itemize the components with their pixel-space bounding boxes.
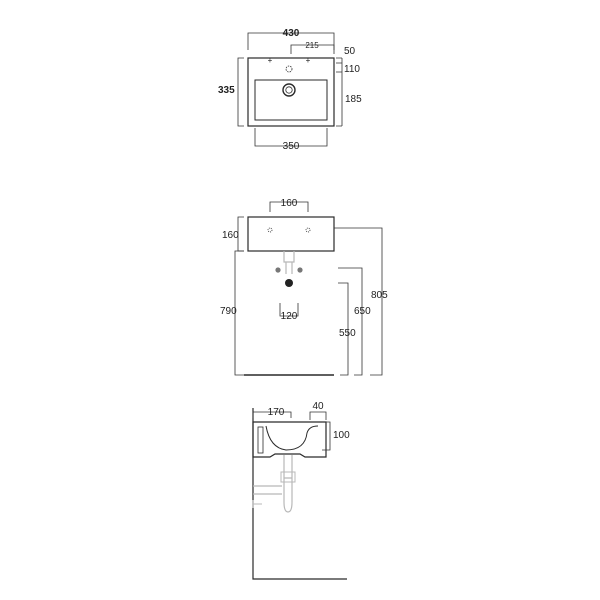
- dim-front-to-waste-label: 185: [345, 94, 362, 105]
- waste-pipe-left-icon: [275, 267, 281, 273]
- tap-hole-front-right-icon: [305, 227, 311, 233]
- front-view: 160 160 790 120 805 650 550: [220, 198, 388, 376]
- trap-pipe-front: [283, 251, 295, 274]
- dim-line-front-tap-spacing: [269, 201, 309, 212]
- dim-depth-label: 335: [218, 85, 235, 96]
- dim-line-front-to-waste: [336, 72, 343, 127]
- dim-line-basin-height: [237, 216, 244, 252]
- dim-basin-height-label: 160: [222, 230, 239, 241]
- dim-projection-label: 170: [268, 407, 285, 418]
- dim-line-waste-from-rear: [336, 63, 343, 73]
- top-view: + + 430 215 50 110 185 335 350: [218, 28, 362, 152]
- dim-line-total-height: [234, 250, 244, 376]
- dim-line-bowl-depth: [322, 421, 331, 451]
- dim-waste-outlet-height-label: 550: [339, 328, 356, 339]
- dim-line-underside-height: [338, 267, 363, 376]
- dim-line-rear-rim-depth: [309, 411, 327, 420]
- overflow-hole-icon: [285, 65, 293, 73]
- dim-line-depth: [237, 57, 244, 127]
- dim-total-height-label: 790: [220, 306, 237, 317]
- dim-bowl-width-label: 350: [283, 141, 300, 152]
- dim-rim-height-label: 805: [371, 290, 388, 301]
- tap-hole-front-left-icon: [267, 227, 273, 233]
- dim-line-projection: [252, 411, 292, 418]
- waste-pipe-right-icon: [297, 267, 303, 273]
- dim-front-tap-spacing-label: 160: [281, 198, 298, 209]
- dim-line-bowl-width: [254, 128, 328, 147]
- bowl-profile-side: [265, 425, 319, 451]
- basin-profile-side: [252, 421, 327, 458]
- bowl-outline-plan: [254, 79, 328, 121]
- basin-outline-plan: [247, 57, 335, 127]
- dim-rear-rim-depth-label: 40: [312, 401, 324, 412]
- side-view: 170 40 100: [252, 401, 350, 580]
- dim-line-waste-pipe-spacing: [279, 303, 299, 317]
- dim-bowl-depth-label: 100: [333, 430, 350, 441]
- trap-waste-pipe-side: [252, 500, 262, 508]
- dim-overall-width-label: 430: [283, 28, 300, 39]
- bottle-trap-side: [280, 471, 296, 483]
- tap-hole-left-icon: +: [268, 56, 273, 65]
- basin-outline-front: [247, 216, 335, 252]
- wall-line: [252, 408, 347, 580]
- tap-hole-right-icon: +: [306, 56, 311, 65]
- dim-line-waste-outlet-height: [338, 282, 349, 376]
- waste-outlet-front-icon: [285, 279, 293, 287]
- dim-waste-pipe-spacing-label: 120: [281, 311, 298, 322]
- dim-line-rim-height: [334, 227, 383, 376]
- dim-line-overall-width: [247, 32, 335, 50]
- overflow-slot-side: [257, 426, 264, 454]
- waste-outlet-icon: [282, 83, 296, 97]
- dim-rear-rim-label: 50: [344, 46, 356, 57]
- dim-line-tap-spacing: [290, 44, 335, 54]
- trap-pipe-side: [253, 455, 293, 513]
- dim-tap-spacing-label: 215: [305, 41, 319, 50]
- waste-outlet-inner-icon: [285, 86, 293, 94]
- dim-waste-from-rear-label: 110: [344, 64, 360, 75]
- dim-underside-height-label: 650: [354, 306, 371, 317]
- dim-line-rear-rim: [336, 57, 343, 64]
